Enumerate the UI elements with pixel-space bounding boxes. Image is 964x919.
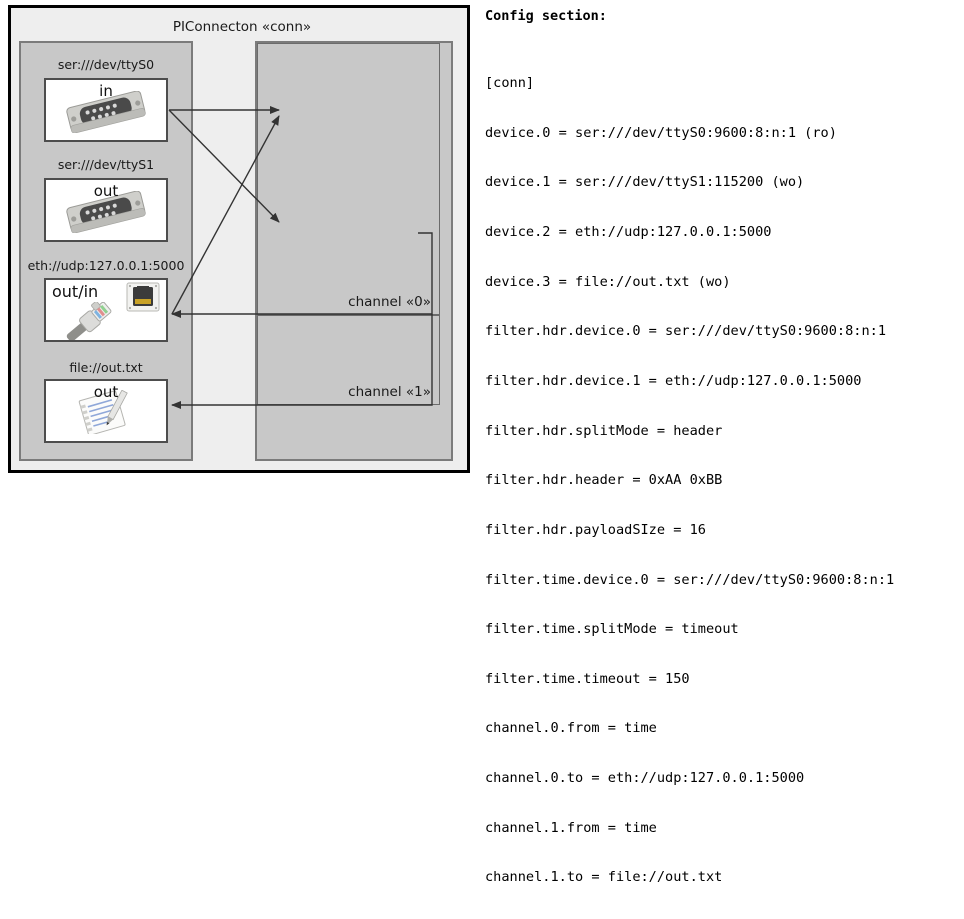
config-line: [conn] xyxy=(485,75,535,92)
config-line: device.2 = eth://udp:127.0.0.1:5000 xyxy=(485,224,772,241)
device-direction-file: out xyxy=(93,383,119,401)
device-direction-ttys0: in xyxy=(99,82,113,100)
config-line: filter.time.splitMode = timeout xyxy=(485,621,739,638)
channel-1-region[interactable]: channel «1» xyxy=(257,315,440,405)
config-line: channel.0.from = time xyxy=(485,720,657,737)
serial-db9-icon xyxy=(60,90,152,137)
config-section: Config section: [conn] device.0 = ser://… xyxy=(483,0,964,885)
channel-0-region[interactable]: channel «0» xyxy=(257,43,440,315)
device-node-file[interactable]: out xyxy=(44,379,168,443)
config-line: filter.hdr.device.1 = eth://udp:127.0.0.… xyxy=(485,372,862,389)
device-direction-ttys1: out xyxy=(93,182,119,200)
config-line: device.1 = ser:///dev/ttyS1:115200 (wo) xyxy=(485,174,805,191)
device-direction-eth: out/in xyxy=(52,282,99,301)
screenshot-root: PIConnecton «conn» ser:///dev/ttyS0 in xyxy=(0,0,964,886)
config-line: filter.hdr.splitMode = header xyxy=(485,422,723,439)
ethernet-cable-plug-icon xyxy=(60,301,122,344)
config-line: filter.hdr.device.0 = ser:///dev/ttyS0:9… xyxy=(485,323,887,340)
config-line: channel.1.from = time xyxy=(485,819,657,836)
config-line: filter.hdr.header = 0xAA 0xBB xyxy=(485,472,723,489)
config-line: filter.time.device.0 = ser:///dev/ttyS0:… xyxy=(485,571,895,588)
config-line: filter.time.timeout = 150 xyxy=(485,670,690,687)
config-line: channel.1.to = file://out.txt xyxy=(485,869,723,886)
config-line: filter.hdr.payloadSIze = 16 xyxy=(485,521,706,538)
config-line: device.3 = file://out.txt (wo) xyxy=(485,273,731,290)
architecture-diagram: PIConnecton «conn» ser:///dev/ttyS0 in xyxy=(0,0,478,484)
device-node-ttys0[interactable]: in xyxy=(44,78,168,142)
device-label-ttys0: ser:///dev/ttyS0 xyxy=(57,57,155,72)
serial-db9-icon xyxy=(60,190,152,237)
device-label-file: file://out.txt xyxy=(69,360,143,375)
config-line: channel.0.to = eth://udp:127.0.0.1:5000 xyxy=(485,770,805,787)
device-label-eth: eth://udp:127.0.0.1:5000 xyxy=(27,258,185,273)
piconnector-title: PIConnecton «conn» xyxy=(172,19,312,35)
device-label-ttys1: ser:///dev/ttyS1 xyxy=(57,157,155,172)
channel-1-label: channel «1» xyxy=(348,384,431,400)
device-node-eth[interactable]: out/in xyxy=(44,278,168,342)
device-node-ttys1[interactable]: out xyxy=(44,178,168,242)
config-line: device.0 = ser:///dev/ttyS0:9600:8:n:1 (… xyxy=(485,124,837,141)
ethernet-rj45-icon xyxy=(126,282,160,316)
file-notepad-icon xyxy=(73,389,139,438)
config-heading: Config section: xyxy=(485,8,607,24)
config-lines: [conn] device.0 = ser:///dev/ttyS0:9600:… xyxy=(485,42,894,919)
channel-0-label: channel «0» xyxy=(348,294,431,310)
